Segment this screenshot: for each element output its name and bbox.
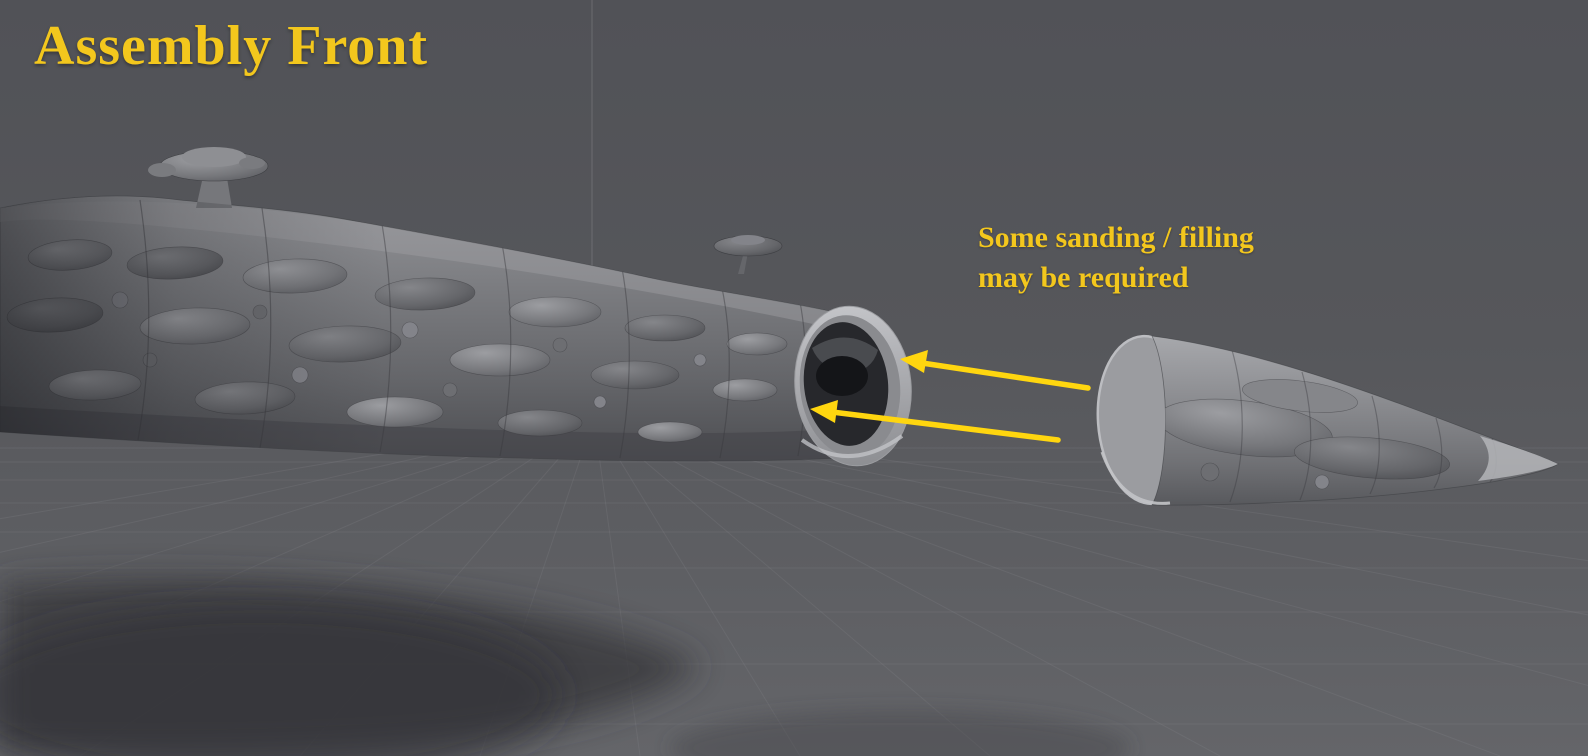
ground-shadow xyxy=(0,578,1130,756)
hull-mast-pod xyxy=(713,235,783,274)
nose-tip xyxy=(1478,436,1558,481)
nose-greebles xyxy=(1157,379,1451,490)
nose-cone-model[interactable] xyxy=(1092,333,1559,508)
page-title: Assembly Front xyxy=(34,15,429,77)
annotation-line-1: Some sanding / filling xyxy=(978,221,1254,254)
annotation-line-2: may be required xyxy=(978,260,1189,294)
nose-body xyxy=(1151,335,1559,506)
hull-tower xyxy=(148,147,269,208)
assembly-arrows xyxy=(810,350,1091,443)
annotation-note: Some sanding / filling may be required xyxy=(978,218,1254,297)
assembly-arrow-icon xyxy=(810,400,1061,443)
nose-rim-highlight xyxy=(1100,451,1171,505)
assembly-arrow-icon xyxy=(900,350,1091,391)
main-hull-model[interactable] xyxy=(0,147,919,472)
